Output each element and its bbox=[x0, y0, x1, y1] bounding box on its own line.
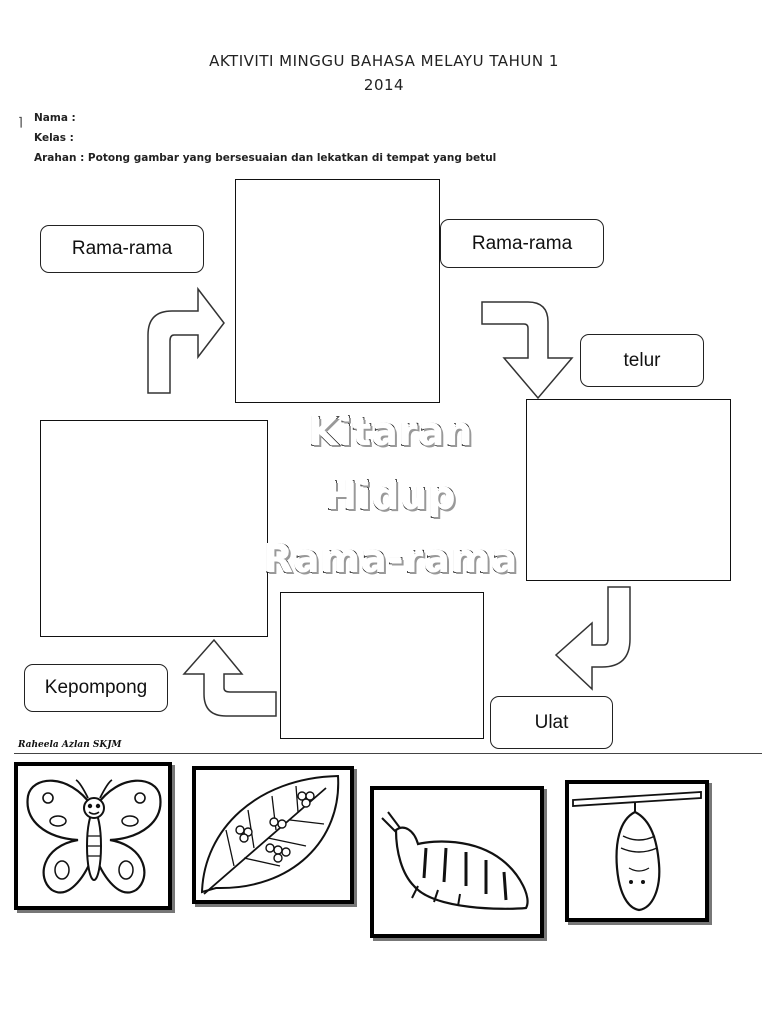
leaf-eggs-icon bbox=[200, 774, 340, 895]
butterfly-icon bbox=[26, 779, 162, 894]
butterfly-picture[interactable] bbox=[14, 762, 172, 910]
label-rama-rama-right: Rama-rama bbox=[440, 219, 604, 268]
label-telur: telur bbox=[580, 334, 704, 387]
signature: Raheela Azlan SKJM bbox=[18, 740, 122, 750]
cut-line bbox=[14, 753, 762, 754]
label-text: Ulat bbox=[534, 711, 569, 733]
label-rama-rama-left: Rama-rama bbox=[40, 225, 204, 273]
paste-box-left[interactable] bbox=[40, 420, 268, 637]
label-kepompong: Kepompong bbox=[24, 664, 168, 712]
arrow-down-left-icon bbox=[554, 586, 631, 691]
label-text: Rama-rama bbox=[471, 232, 573, 254]
worksheet-year: 2014 bbox=[363, 76, 405, 94]
arrow-left-up-icon bbox=[182, 638, 277, 717]
paste-box-top[interactable] bbox=[235, 179, 440, 403]
label-text: telur bbox=[623, 349, 661, 371]
bracket-mark: ⌉ bbox=[18, 115, 23, 129]
instruction-text: Arahan : Potong gambar yang bersesuaian … bbox=[34, 152, 497, 164]
cocoon-picture[interactable] bbox=[565, 780, 709, 922]
label-text: Kepompong bbox=[44, 677, 148, 698]
cocoon-icon bbox=[572, 791, 702, 912]
paste-box-bottom[interactable] bbox=[280, 592, 484, 739]
worksheet-title: AKTIVITI MINGGU BAHASA MELAYU TAHUN 1 bbox=[209, 52, 559, 70]
arrow-up-right-icon bbox=[147, 286, 225, 394]
kelas-field: Kelas : bbox=[34, 132, 74, 144]
center-title-line1: Kitaran bbox=[308, 409, 474, 455]
caterpillar-icon bbox=[381, 811, 529, 910]
label-text: Rama-rama bbox=[71, 238, 173, 259]
eggs-on-leaf-picture[interactable] bbox=[192, 766, 354, 904]
nama-field: Nama : bbox=[34, 112, 76, 124]
center-title-line2: Hidup bbox=[325, 473, 457, 519]
label-ulat: Ulat bbox=[490, 696, 613, 749]
paste-box-right[interactable] bbox=[526, 399, 731, 581]
arrow-down-right-icon bbox=[481, 301, 574, 400]
center-title-line3: Rama-rama bbox=[263, 536, 519, 582]
caterpillar-picture[interactable] bbox=[370, 786, 544, 938]
